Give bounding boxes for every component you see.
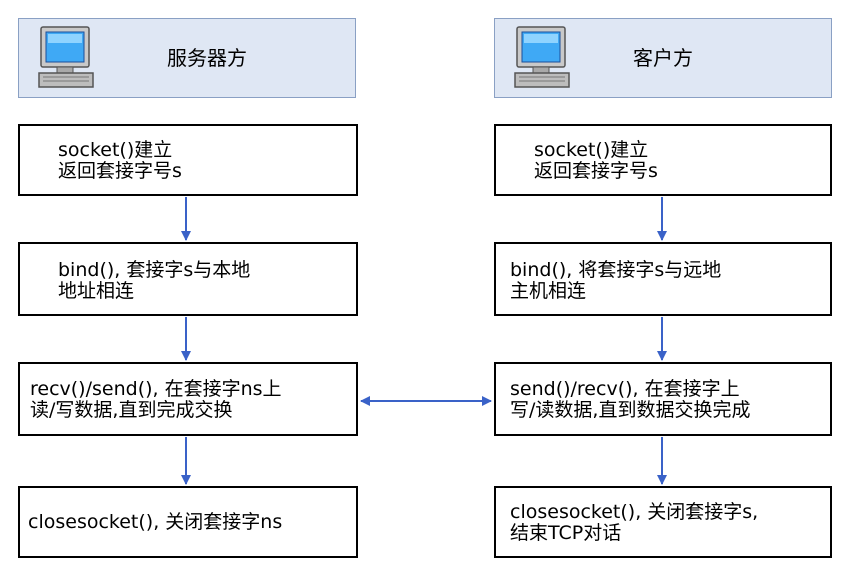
step-line: bind(), 套接字s与本地 xyxy=(58,259,251,281)
step-line: 写/读数据,直到数据交换完成 xyxy=(510,399,751,421)
client-title: 客户方 xyxy=(633,46,693,70)
server-header: 服务器方 xyxy=(18,18,356,98)
step-line: 读/写数据,直到完成交换 xyxy=(30,399,233,421)
step-line: 地址相连 xyxy=(58,280,135,302)
computer-icon xyxy=(38,26,94,88)
step-line: 结束TCP对话 xyxy=(510,522,622,544)
server-step-recv-send: recv()/send(), 在套接字ns上 读/写数据,直到完成交换 xyxy=(18,362,358,436)
client-step-closesocket: closesocket(), 关闭套接字s, 结束TCP对话 xyxy=(494,486,832,558)
client-step-send-recv: send()/recv(), 在套接字上 写/读数据,直到数据交换完成 xyxy=(494,362,832,436)
client-step-bind-text: bind(), 将套接字s与远地 主机相连 xyxy=(510,260,721,302)
computer-icon xyxy=(514,26,570,88)
step-line: closesocket(), 关闭套接字s, xyxy=(510,501,759,523)
server-step-socket: socket()建立 返回套接字号s xyxy=(18,124,358,196)
server-step-closesocket: closesocket(), 关闭套接字ns xyxy=(18,486,358,558)
server-step-bind: bind(), 套接字s与本地 地址相连 xyxy=(18,242,358,316)
server-step-bind-text: bind(), 套接字s与本地 地址相连 xyxy=(58,260,250,302)
step-line: socket()建立 xyxy=(58,139,173,161)
server-step-recv-send-text: recv()/send(), 在套接字ns上 读/写数据,直到完成交换 xyxy=(30,379,282,421)
client-step-bind: bind(), 将套接字s与远地 主机相连 xyxy=(494,242,832,316)
step-line: bind(), 将套接字s与远地 xyxy=(510,259,722,281)
client-step-send-recv-text: send()/recv(), 在套接字上 写/读数据,直到数据交换完成 xyxy=(510,379,750,421)
server-step-closesocket-text: closesocket(), 关闭套接字ns xyxy=(28,512,282,533)
step-line: 返回套接字号s xyxy=(534,160,658,182)
step-line: recv()/send(), 在套接字ns上 xyxy=(30,378,282,400)
step-line: socket()建立 xyxy=(534,139,649,161)
client-step-socket: socket()建立 返回套接字号s xyxy=(494,124,832,196)
client-step-closesocket-text: closesocket(), 关闭套接字s, 结束TCP对话 xyxy=(510,502,758,544)
client-step-socket-text: socket()建立 返回套接字号s xyxy=(534,140,658,182)
step-line: closesocket(), 关闭套接字ns xyxy=(28,511,283,533)
client-header: 客户方 xyxy=(494,18,832,98)
step-line: 返回套接字号s xyxy=(58,160,182,182)
step-line: send()/recv(), 在套接字上 xyxy=(510,378,740,400)
step-line: 主机相连 xyxy=(510,280,587,302)
server-step-socket-text: socket()建立 返回套接字号s xyxy=(58,140,182,182)
server-title: 服务器方 xyxy=(167,46,247,70)
